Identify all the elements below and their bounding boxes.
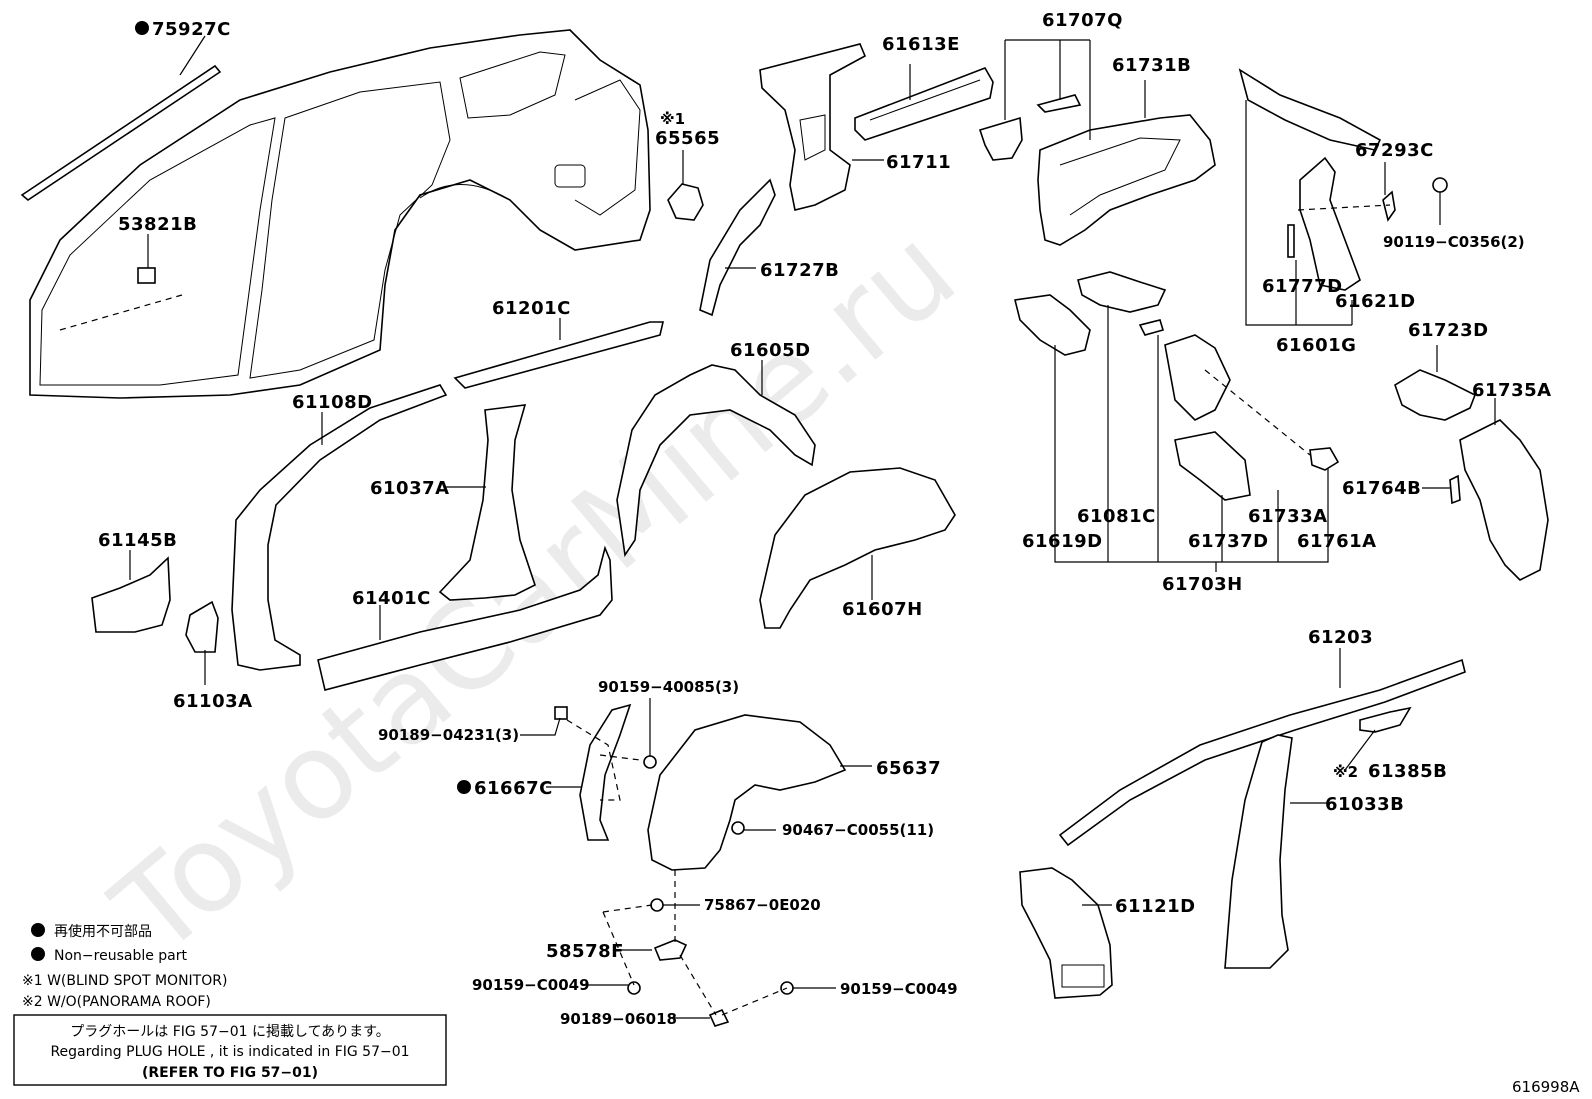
legend-item-en: Non−reusable part (54, 948, 188, 964)
label-61723D: 61723D (1408, 320, 1489, 341)
part-61667C (579, 703, 632, 841)
label-61033B: 61033B (1325, 794, 1404, 815)
label-61103A: 61103A (173, 691, 253, 712)
label-61737D: 61737D (1188, 531, 1269, 552)
quarter-inner-lower-group (1014, 271, 1340, 572)
label-61605D: 61605D (730, 340, 811, 361)
clip-90189-06018 (708, 1008, 730, 1027)
label-61037A: 61037A (370, 478, 450, 499)
label-67293C: 67293C (1355, 140, 1434, 161)
label-75867-0E020: 75867−0E020 (704, 896, 821, 914)
label-90159-40085: 90159−40085(3) (598, 678, 739, 696)
label-61621D: 61621D (1335, 291, 1416, 312)
label-90119-C0356: 90119−C0356(2) (1383, 233, 1525, 251)
nut-90159-40085 (643, 755, 657, 769)
label-75927C: 75927C (152, 19, 231, 40)
legend-note-1: ※1 W(BLIND SPOT MONITOR) (22, 973, 227, 989)
part-61037A (438, 404, 536, 601)
label-53821B: 53821B (118, 214, 197, 235)
label-61667C: 61667C (474, 778, 553, 799)
label-61601G: 61601G (1276, 335, 1356, 356)
label-90159-C0049-b: 90159−C0049 (840, 980, 958, 998)
reference-line-en: Regarding PLUG HOLE , it is indicated in… (50, 1044, 409, 1060)
label-61607H: 61607H (842, 599, 923, 620)
part-61121D (1019, 867, 1113, 999)
label-61703H: 61703H (1162, 574, 1243, 595)
rear-pillar-trim (1394, 369, 1549, 581)
part-65637 (647, 714, 847, 871)
legend: 再使用不可部品 Non−reusable part ※1 W(BLIND SPO… (22, 923, 227, 1010)
part-61103A (185, 600, 219, 653)
body-side-outer-panel (20, 29, 651, 399)
label-65637: 65637 (876, 758, 941, 779)
figure-code: 616998A (1512, 1078, 1580, 1096)
label-90159-C0049-a: 90159−C0049 (472, 976, 590, 994)
label-61081C: 61081C (1077, 506, 1156, 527)
reference-line-jp: プラグホールは FIG 57−01 に掲載してあります。 (70, 1024, 390, 1040)
label-61385B: 61385B (1368, 761, 1447, 782)
label-61201C: 61201C (492, 298, 571, 319)
part-61605D (616, 364, 816, 558)
nut-90467-c0055 (731, 821, 745, 835)
label-90189-06018: 90189−06018 (560, 1010, 677, 1028)
label-61731B: 61731B (1112, 55, 1191, 76)
label-65565-note: ※1 (660, 110, 685, 128)
part-61385B (1359, 706, 1412, 733)
part-65565 (667, 183, 704, 221)
label-90467-C0055: 90467−C0055(11) (782, 821, 934, 839)
part-labels: 75927C 53821B ※1 65565 61613E 61711 6172… (98, 10, 1552, 1028)
bracket-58578F (653, 939, 688, 961)
part-61201C (453, 321, 665, 389)
label-61619D: 61619D (1022, 531, 1103, 552)
part-61607H (759, 467, 956, 629)
part-61145B (91, 556, 171, 633)
leader-lines (59, 35, 1496, 1019)
part-61203 (1058, 658, 1466, 847)
label-61764B: 61764B (1342, 478, 1421, 499)
label-61613E: 61613E (882, 34, 960, 55)
label-90189-04231: 90189−04231(3) (378, 726, 519, 744)
part-61033B (1224, 734, 1293, 969)
quarter-inner-upper (978, 94, 1216, 246)
label-61121D: 61121D (1115, 896, 1196, 917)
screw-90159-c0049-a (627, 981, 641, 995)
legend-note-2: ※2 W/O(PANORAMA ROOF) (22, 994, 211, 1010)
label-65565: 65565 (655, 128, 720, 149)
label-61401C: 61401C (352, 588, 431, 609)
label-61108D: 61108D (292, 392, 373, 413)
label-61711: 61711 (886, 152, 951, 173)
label-61777D: 61777D (1262, 276, 1343, 297)
upper-quarter-parts (699, 43, 994, 317)
reference-line-refer: (REFER TO FIG 57−01) (142, 1065, 318, 1081)
label-61145B: 61145B (98, 530, 177, 551)
clip-90189-04231 (554, 706, 568, 720)
label-61735A: 61735A (1472, 380, 1552, 401)
label-61727B: 61727B (760, 260, 839, 281)
label-61733A: 61733A (1248, 506, 1328, 527)
part-61401C (317, 545, 613, 691)
label-61761A: 61761A (1297, 531, 1377, 552)
label-61385B-note: ※2 (1333, 763, 1358, 781)
pillar-c-group (1238, 68, 1448, 291)
legend-item-jp: 再使用不可部品 (54, 923, 152, 940)
label-58578F: 58578F (546, 941, 624, 962)
label-61203: 61203 (1308, 627, 1373, 648)
part-61108D (231, 384, 448, 671)
reference-box: プラグホールは FIG 57−01 に掲載してあります。 Regarding P… (13, 1014, 447, 1086)
clip-75867-0e020 (650, 898, 664, 912)
label-61707Q: 61707Q (1042, 10, 1123, 31)
